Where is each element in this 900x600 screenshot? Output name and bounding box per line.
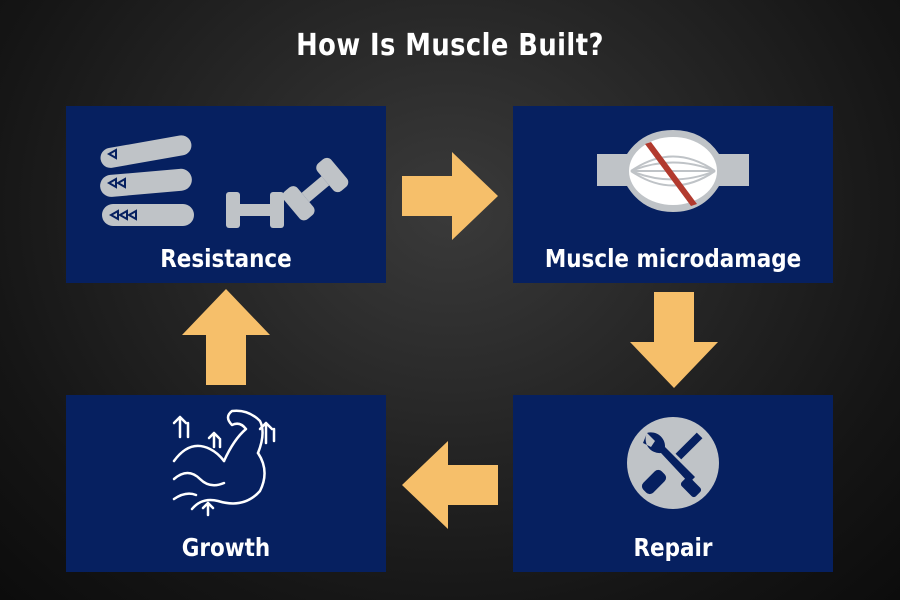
arrow-right-icon: [402, 152, 498, 240]
step-label-repair: Repair: [633, 533, 713, 562]
muscle-fiber-tear-icon: [597, 130, 749, 212]
arrow-down-icon: [630, 292, 718, 388]
step-resistance: Resistance: [66, 106, 386, 283]
wrench-screwdriver-icon: [627, 417, 719, 509]
step-label-growth: Growth: [181, 533, 271, 562]
resistance-bands-dumbbells-icon: [100, 135, 349, 228]
step-repair: Repair: [513, 395, 833, 572]
flexed-arm-growth-icon: [172, 409, 276, 517]
step-label-muscle-microdamage: Muscle microdamage: [544, 244, 802, 273]
diagram-title: How Is Muscle Built?: [296, 28, 604, 63]
arrow-up-icon: [182, 289, 270, 385]
step-muscle-microdamage: Muscle microdamage: [513, 106, 833, 283]
arrow-left-icon: [402, 441, 498, 529]
step-growth: Growth: [66, 395, 386, 572]
step-label-resistance: Resistance: [160, 244, 292, 273]
